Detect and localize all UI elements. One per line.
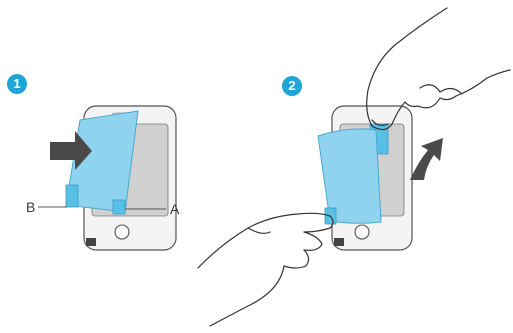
- tab-a: [113, 200, 125, 214]
- curved-up-arrow-icon: [410, 138, 443, 180]
- callout-label-a: A: [170, 202, 179, 216]
- step-badge-1: 1: [7, 74, 27, 94]
- callout-label-b: B: [26, 200, 35, 214]
- step-badge-2: 2: [282, 76, 302, 96]
- tab-b: [66, 185, 78, 207]
- lower-hand-illustration: [198, 213, 333, 326]
